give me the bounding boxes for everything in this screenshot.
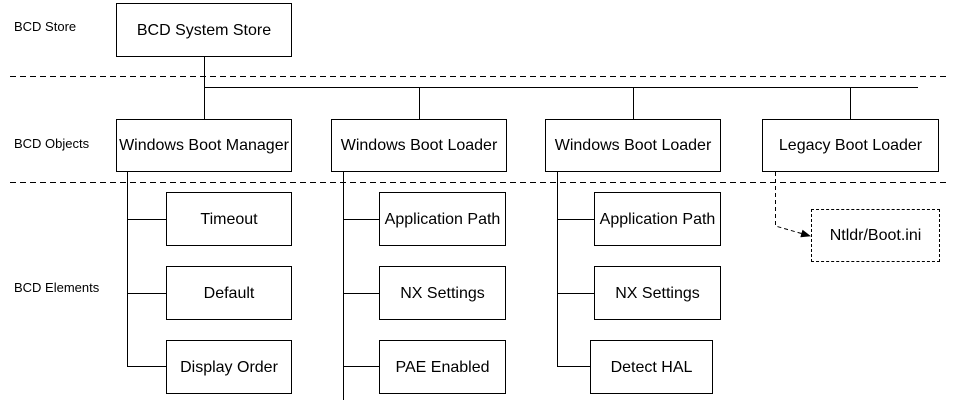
object-label: Windows Boot Loader: [340, 137, 498, 154]
element-label: NX Settings: [615, 284, 700, 302]
element-display-order: Display Order: [166, 340, 292, 394]
layer-dividers: [10, 76, 948, 183]
element-label: Default: [203, 284, 255, 302]
object-label: Windows Boot Manager: [119, 137, 289, 154]
element-default: Default: [166, 266, 292, 320]
object-windows-boot-loader-2: Windows Boot Loader: [545, 119, 721, 172]
element-pae-enabled: PAE Enabled: [379, 340, 506, 394]
object-windows-boot-manager: Windows Boot Manager: [116, 119, 292, 172]
layer-label-objects: BCD Objects: [14, 136, 90, 151]
element-label: NX Settings: [400, 284, 485, 302]
object-legacy-boot-loader: Legacy Boot Loader: [762, 119, 939, 172]
element-nx-settings-1: NX Settings: [379, 266, 506, 320]
element-application-path-2: Application Path: [594, 192, 721, 246]
element-label: Detect HAL: [610, 358, 693, 376]
bcd-system-store-label: BCD System Store: [136, 21, 272, 39]
element-label: Timeout: [200, 210, 258, 228]
element-label: Display Order: [180, 358, 278, 376]
tree-lines: [127, 57, 918, 400]
element-label: Application Path: [599, 210, 716, 228]
element-label: Application Path: [384, 210, 501, 228]
bcd-system-store-box: BCD System Store: [116, 3, 292, 57]
object-label: Legacy Boot Loader: [778, 137, 923, 154]
layer-label-elements: BCD Elements: [14, 280, 100, 295]
element-label: Ntldr/Boot.ini: [829, 227, 922, 244]
element-nx-settings-2: NX Settings: [594, 266, 721, 320]
object-label: Windows Boot Loader: [554, 137, 712, 154]
layer-label-store: BCD Store: [14, 19, 77, 34]
element-detect-hal: Detect HAL: [590, 340, 713, 394]
object-windows-boot-loader-1: Windows Boot Loader: [331, 119, 507, 172]
legacy-dashed-arrow: [775, 172, 811, 238]
element-timeout: Timeout: [166, 192, 292, 246]
element-application-path-1: Application Path: [379, 192, 506, 246]
element-ntldr-boot-ini: Ntldr/Boot.ini: [811, 209, 940, 262]
element-label: PAE Enabled: [395, 358, 490, 376]
